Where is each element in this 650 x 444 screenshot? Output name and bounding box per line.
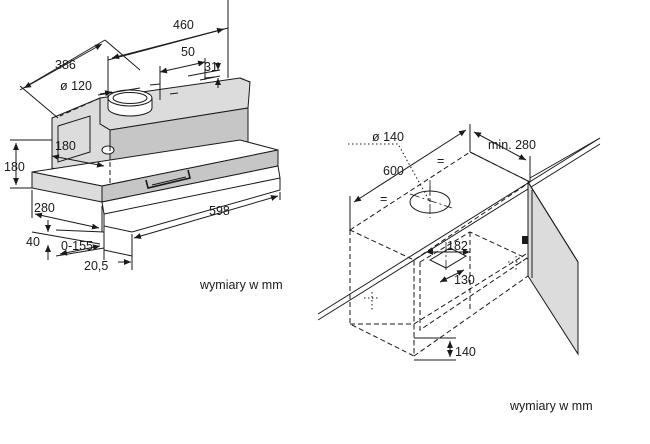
dim-line-386 bbox=[19, 39, 141, 119]
dim-line-598 bbox=[131, 192, 281, 240]
dim-40-label: 40 bbox=[26, 235, 40, 249]
dim-0-155-label: 0-155 bbox=[61, 239, 93, 253]
dim-line-180-inner bbox=[51, 154, 105, 168]
dim-line-0-155 bbox=[55, 226, 105, 260]
dim-line-140 bbox=[414, 337, 456, 361]
dim-line-180 bbox=[10, 139, 52, 189]
dim-line-dia-120 bbox=[97, 87, 141, 97]
dim-line-130 bbox=[439, 269, 465, 283]
dim-140-label: 140 bbox=[455, 345, 476, 359]
eq-mark-1: = bbox=[380, 192, 387, 206]
dim-dia-140-label: ø 140 bbox=[372, 130, 404, 144]
cabinet-door bbox=[522, 180, 579, 356]
cabinet-drawing: ø 140 min. 280 600 = = 182 130 bbox=[317, 124, 601, 361]
dim-line-50 bbox=[159, 58, 206, 100]
dim-598-label: 598 bbox=[209, 204, 230, 218]
dim-180-inner-label: 180 bbox=[55, 139, 76, 153]
dim-line-min-280 bbox=[469, 126, 531, 182]
dim-dia-120-label: ø 120 bbox=[60, 79, 92, 93]
dim-line-280 bbox=[31, 190, 103, 232]
dim-line-600 bbox=[349, 124, 471, 230]
dim-460-label: 460 bbox=[173, 18, 194, 32]
units-note-left: wymiary w mm bbox=[199, 278, 283, 292]
dim-line-20-5 bbox=[103, 240, 133, 270]
countertop bbox=[317, 137, 601, 321]
dim-line-40 bbox=[31, 220, 105, 260]
dim-line-31 bbox=[187, 62, 221, 88]
cabinet-duct-hole bbox=[409, 186, 453, 218]
dim-31-label: 31 bbox=[204, 60, 218, 74]
hood-drawing: 460 386 50 31 ø 120 180 bbox=[4, 0, 281, 273]
dim-386-label: 386 bbox=[55, 58, 76, 72]
hood-duct-collar bbox=[107, 89, 153, 117]
dim-20-5-label: 20,5 bbox=[84, 259, 108, 273]
dim-182-label: 182 bbox=[447, 239, 468, 253]
eq-mark-2: = bbox=[437, 154, 444, 168]
dim-180-label: 180 bbox=[4, 160, 25, 174]
dim-280-label: 280 bbox=[34, 201, 55, 215]
dim-50-label: 50 bbox=[181, 45, 195, 59]
dim-130-label: 130 bbox=[454, 273, 475, 287]
dim-600-label: 600 bbox=[383, 164, 404, 178]
dim-min-280-label: min. 280 bbox=[488, 138, 536, 152]
units-note-right: wymiary w mm bbox=[509, 399, 593, 413]
